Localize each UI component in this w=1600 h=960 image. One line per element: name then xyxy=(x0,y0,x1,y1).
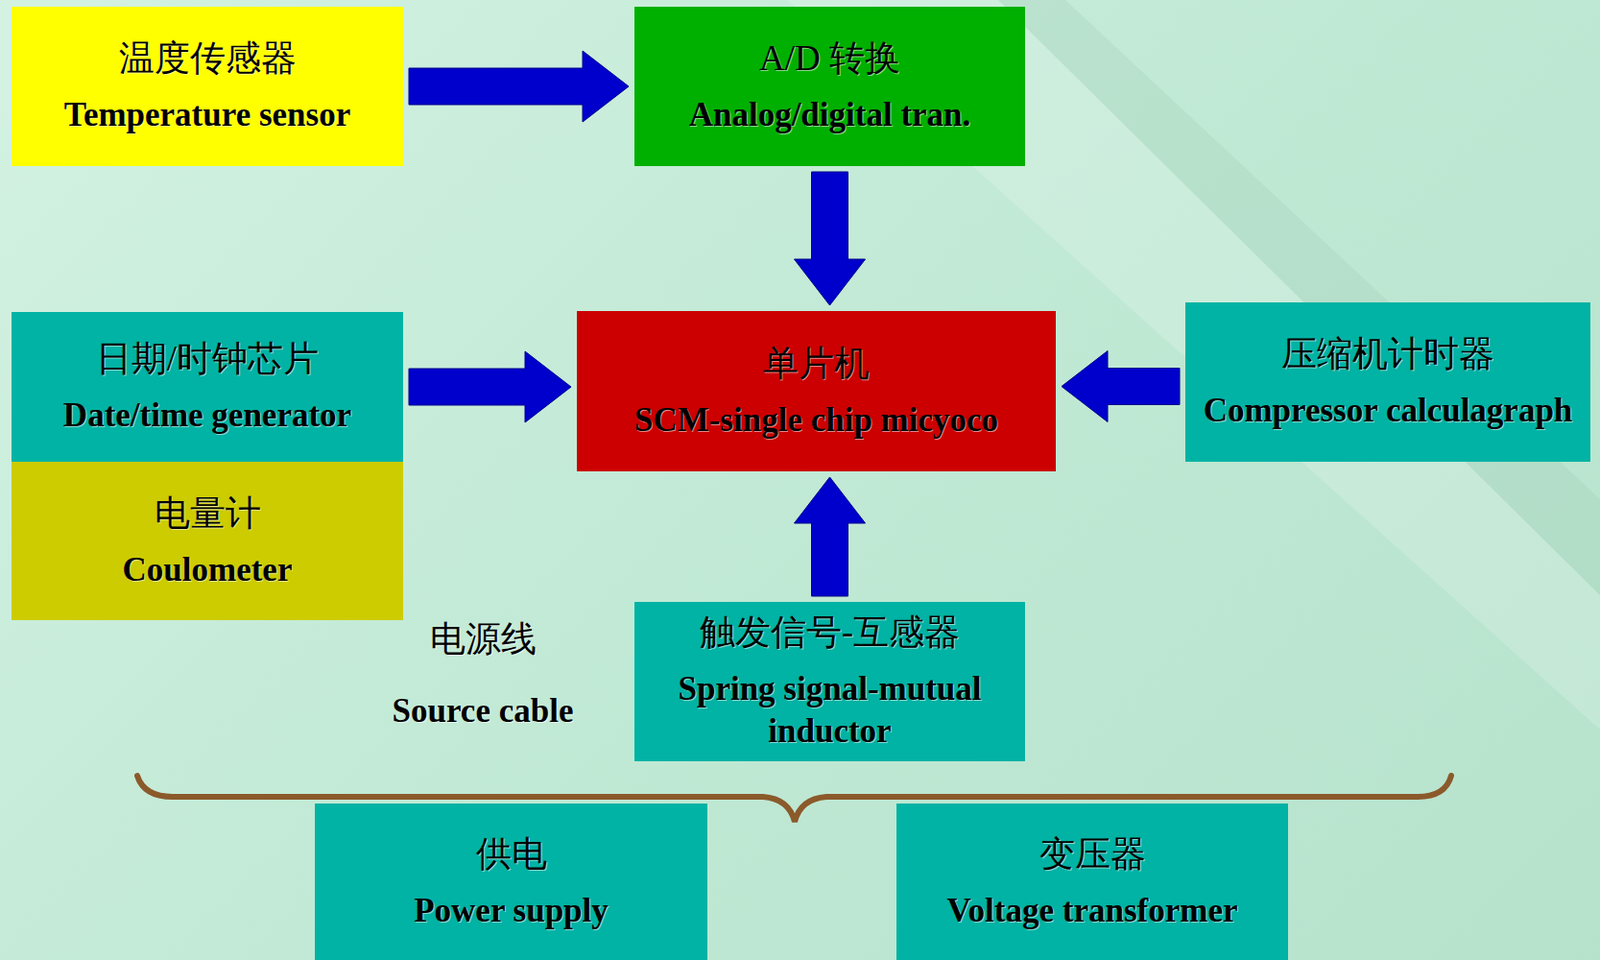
timer-box: 压缩机计时器 Compressor calculagraph xyxy=(1185,302,1591,462)
pencil-edge xyxy=(998,0,1600,596)
chinese-label: 温度传感器 xyxy=(119,36,297,81)
controller-box: 单片机 SCM-single chip micyoco xyxy=(576,310,1056,472)
english-label: Compressor calculagraph xyxy=(1203,389,1574,432)
english-label: Spring signal-mutual inductor xyxy=(644,668,1016,753)
english-label: Analog/digital tran. xyxy=(689,94,972,137)
english-label: SCM-single chip micyoco xyxy=(634,399,999,442)
chinese-label: 变压器 xyxy=(1039,832,1147,877)
chinese-label: 日期/时钟芯片 xyxy=(95,336,319,382)
chinese-label: 触发信号-互感器 xyxy=(699,610,960,655)
converter-box: A/D 转换 Analog/digital tran. xyxy=(634,6,1026,167)
cable-label: Source cable xyxy=(392,692,574,731)
sensor-box: 温度传感器 Temperature sensor xyxy=(11,6,404,167)
chinese-label: 电量计 xyxy=(154,491,262,536)
english-label: Voltage transformer xyxy=(947,889,1239,932)
english-label: Coulometer xyxy=(122,549,293,592)
block-arrow xyxy=(1061,351,1180,423)
cable-label: 电源线 xyxy=(429,615,537,664)
clock-box: 日期/时钟芯片 Date/time generator xyxy=(11,311,404,462)
chinese-label: A/D 转换 xyxy=(759,36,901,81)
transformer-box: 变压器 Voltage transformer xyxy=(896,803,1289,960)
english-label: Power supply xyxy=(413,889,609,932)
chinese-label: 单片机 xyxy=(763,341,870,386)
sensor-box: 触发信号-互感器 Spring signal-mutual inductor xyxy=(634,601,1026,762)
english-label: Date/time generator xyxy=(63,394,352,437)
block-arrow xyxy=(794,477,866,597)
chinese-label: 供电 xyxy=(476,832,548,877)
power-box: 供电 Power supply xyxy=(314,803,708,960)
block-arrow xyxy=(408,351,572,423)
block-arrow xyxy=(408,50,629,122)
meter-box: 电量计 Coulometer xyxy=(11,461,404,621)
block-arrow xyxy=(794,171,866,306)
chinese-label: 压缩机计时器 xyxy=(1281,332,1495,377)
english-label: Temperature sensor xyxy=(64,94,351,137)
